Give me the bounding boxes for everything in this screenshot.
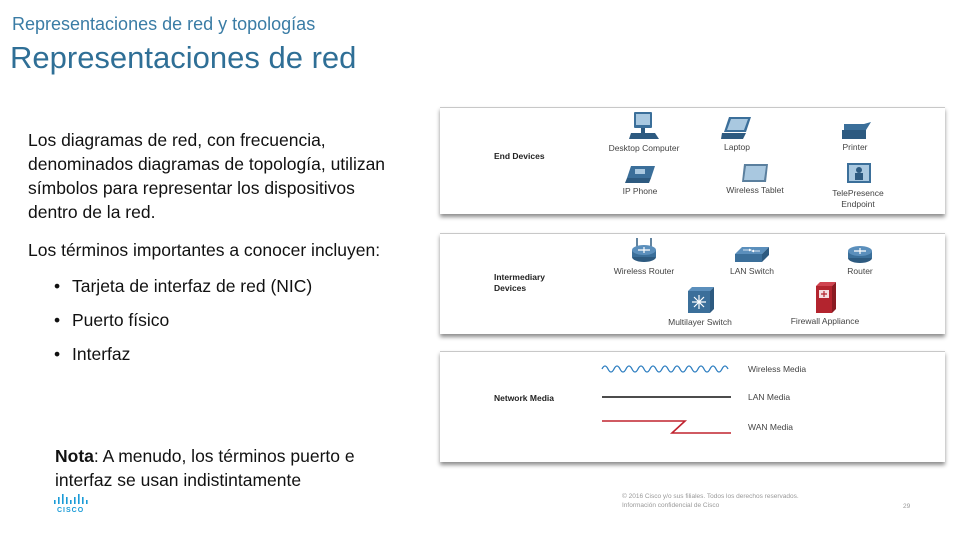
device-label: Wireless Router [613,266,675,276]
footer-legal: © 2016 Cisco y/o sus filiales. Todos los… [622,492,799,510]
telepresence-device: TelePresence Endpoint [825,162,891,210]
lan-media-label: LAN Media [748,392,791,402]
device-label: Wireless Tablet [726,185,784,195]
terms-list: Tarjeta de interfaz de red (NIC) Puerto … [28,274,408,366]
intermediary-devices-panel: Intermediary Devices Wireless Router LAN… [440,233,945,334]
printer-icon [842,122,871,139]
wireless-tablet-icon [742,164,768,182]
note: Nota: A menudo, los términos puerto e in… [55,444,415,492]
wireless-media-line [601,365,729,373]
wireless-tablet-device: Wireless Tablet [720,163,790,195]
device-label: Desktop Computer [608,143,680,153]
paragraph-terms: Los términos importantes a conocer inclu… [28,240,381,260]
list-item: Puerto físico [54,308,408,332]
note-label: Nota [55,446,94,466]
multilayer-switch-icon [688,287,714,313]
network-media-label: Network Media [494,393,554,403]
multilayer-switch-device: Multilayer Switch [662,287,738,327]
list-item: Interfaz [54,342,408,366]
lan-switch-device: LAN Switch [721,246,783,276]
cisco-wordmark: CISCO [57,507,85,514]
printer-device: Printer [830,122,880,152]
router-device: Router [840,244,880,276]
list-item: Tarjeta de interfaz de red (NIC) [54,274,408,298]
ip-phone-device: IP Phone [615,166,665,196]
firewall-appliance-icon [816,282,836,313]
footer-copyright: © 2016 Cisco y/o sus filiales. Todos los… [622,493,799,500]
body-text: Los diagramas de red, con frecuencia, de… [28,128,408,376]
page-title: Representaciones de red [10,40,357,75]
network-media-panel: Network Media Wireless Media LAN Media W… [440,351,945,462]
desktop-computer-device: Desktop Computer [604,111,684,153]
telepresence-icon [847,163,871,183]
end-devices-panel: End Devices Desktop Computer Laptop Prin… [440,107,945,214]
ip-phone-icon [625,166,655,183]
device-label: Printer [842,142,868,152]
paragraph-diagrams: Los diagramas de red, con frecuencia, de… [28,130,386,222]
wan-media-line [602,420,731,434]
device-label: IP Phone [622,186,658,196]
page-number: 29 [903,503,911,510]
cisco-logo-icon [54,494,88,504]
lan-media-line [602,396,731,398]
end-devices-label: End Devices [494,151,545,161]
device-label: Multilayer Switch [668,317,732,327]
device-label: Firewall Appliance [790,316,860,326]
intermediary-devices-label: Intermediary Devices [494,272,546,293]
router-icon [848,246,872,263]
footer-confidential: Información confidencial de Cisco [622,502,720,509]
device-label: TelePresence Endpoint [832,188,884,209]
device-label: Router [847,266,873,276]
wireless-router-icon [632,238,656,262]
wan-media-label: WAN Media [748,422,794,432]
wireless-media-label: Wireless Media [748,364,807,374]
device-label: LAN Switch [730,266,774,276]
wireless-router-device: Wireless Router [608,236,680,276]
laptop-device: Laptop [712,116,762,152]
section-subtitle: Representaciones de red y topologías [12,14,316,34]
desktop-computer-icon [629,112,659,139]
laptop-icon [721,117,751,139]
lan-switch-icon [735,247,769,262]
device-label: Laptop [724,142,750,152]
firewall-appliance-device: Firewall Appliance [785,282,865,326]
note-text: : A menudo, los términos puerto e interf… [55,446,355,490]
